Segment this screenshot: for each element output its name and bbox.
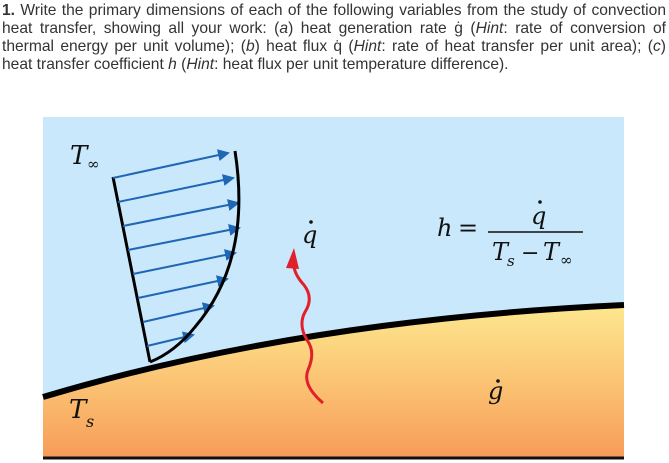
eq-den-s: s <box>507 252 515 270</box>
surface-line <box>42 302 625 400</box>
question-text: 1. Write the primary dimensions of each … <box>2 2 666 74</box>
hint-a-text: : rate of conversion of thermal energy p… <box>2 20 667 55</box>
eq-equals: = <box>458 214 478 242</box>
hint-label: Hint <box>186 56 215 73</box>
paren: ( <box>176 56 187 73</box>
q-dot-dot <box>309 220 313 224</box>
eq-den-t1: T <box>492 238 510 266</box>
hint-label: Hint <box>353 38 382 55</box>
t-infinity-label: T <box>70 141 89 171</box>
part-b-text: ) heat flux q̇ ( <box>254 38 354 55</box>
eq-q-dot-dot <box>538 200 542 204</box>
hint-b-text: : rate of heat transfer per unit area); … <box>381 38 653 55</box>
eq-h: h <box>437 214 452 242</box>
heat-arrow-head <box>286 248 299 269</box>
hint-label: Hint <box>475 20 504 37</box>
heat-flux-arrow <box>292 259 324 405</box>
velocity-profile-curve <box>149 150 241 364</box>
t-s-label: T <box>69 395 88 425</box>
hint-c-text: : heat flux per unit temperature differe… <box>214 56 509 73</box>
t-s-subscript: s <box>86 412 94 431</box>
t-infinity-subscript: ∞ <box>87 155 100 173</box>
eq-den-infinity: ∞ <box>560 251 573 269</box>
g-dot-dot <box>496 379 500 383</box>
h-symbol: h <box>168 56 177 73</box>
q-dot-label: q <box>302 221 317 249</box>
question-intro: Write the primary dimensions of each of … <box>2 2 666 37</box>
eq-numerator: q <box>531 202 546 230</box>
part-c-letter: c <box>652 38 661 55</box>
solid-region <box>43 305 624 457</box>
part-a-letter: a <box>279 20 289 37</box>
eq-den-minus: − <box>521 241 539 266</box>
h-equation: h = q T s − T ∞ <box>437 200 583 270</box>
g-dot-label: g <box>488 377 503 405</box>
question-number: 1. <box>2 2 16 19</box>
part-a-text: ) heat generation rate ġ ( <box>288 20 476 37</box>
part-b-letter: b <box>245 38 255 55</box>
part-c-text: ) heat transfer coefficient <box>2 38 666 73</box>
profile-baseline <box>111 176 152 363</box>
eq-den-t2: T <box>543 238 561 266</box>
